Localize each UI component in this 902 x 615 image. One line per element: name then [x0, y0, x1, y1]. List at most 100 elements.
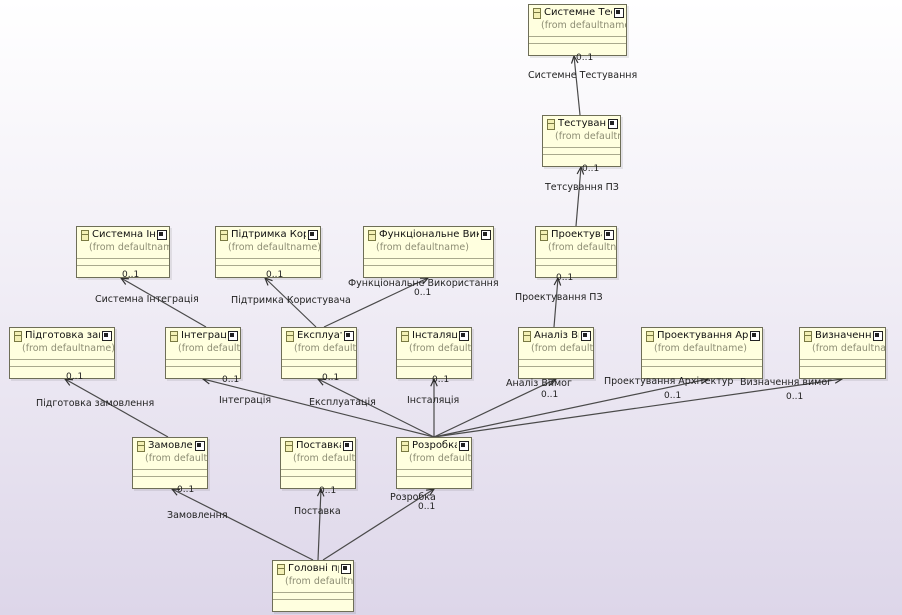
node-name: Тестування: [558, 118, 606, 129]
class-icon: [547, 119, 555, 130]
class-node-design[interactable]: Проектування П (from defaultname): [535, 226, 617, 278]
class-node-user-support[interactable]: Підтримка Користув(from defaultname): [215, 226, 321, 278]
edge-label: Тетсування ПЗ: [545, 182, 619, 193]
class-node-main-processes[interactable]: Головні процес(from defaultname): [272, 560, 354, 612]
class-icon: [285, 441, 293, 452]
class-node-ordering[interactable]: Замовлення(from defaultname): [132, 437, 208, 489]
class-node-functional-use[interactable]: Функціональне Використа(from defaultname…: [363, 226, 494, 278]
association-line-integration[interactable]: [202, 378, 435, 438]
multiplicity-label: 0..1: [541, 390, 559, 400]
class-icon: [646, 331, 654, 342]
class-node-order-prep[interactable]: Підготовка замовлен(from defaultname): [9, 327, 115, 379]
attributes-compartment: [166, 360, 240, 367]
association-line-operation[interactable]: [317, 378, 435, 438]
node-header: Визначення Вим(from defaultname): [800, 328, 885, 360]
node-name: Поставка: [296, 440, 341, 451]
class-node-testing[interactable]: Тестування (from defaultname): [542, 115, 621, 167]
association-line-order-prep[interactable]: [64, 378, 169, 438]
operations-compartment: [519, 367, 593, 373]
node-name: Системне Тестува: [544, 7, 612, 18]
edge-label: Підтримка Користувача: [231, 295, 351, 306]
association-line-supply[interactable]: [317, 488, 322, 561]
multiplicity-label: 0..1: [122, 270, 140, 280]
multiplicity-label: 0..1: [582, 164, 600, 174]
association-line-requirements-analysis[interactable]: [433, 378, 557, 438]
multiplicity-label: 0..1: [266, 270, 284, 280]
node-origin: (from defaultname): [531, 343, 593, 354]
class-node-integration[interactable]: Інтеграція(from defaultname): [165, 327, 241, 379]
arrow-head-icon: [570, 54, 579, 64]
association-line-testing[interactable]: [575, 166, 582, 227]
multiplicity-label: 0..1: [322, 373, 340, 383]
class-node-development[interactable]: Розробка (from defaultname): [396, 437, 472, 489]
class-icon: [368, 230, 376, 241]
node-name: Визначення Вим: [815, 330, 871, 341]
class-node-supply[interactable]: Поставка(from defaultname): [280, 437, 356, 489]
class-node-architecture-design[interactable]: Проектування Архітект(from defaultname): [641, 327, 763, 379]
association-line-ordering[interactable]: [171, 488, 314, 561]
node-header: Проектування Архітект(from defaultname): [642, 328, 762, 360]
association-line-functional-use[interactable]: [323, 277, 429, 328]
class-icon: [14, 331, 22, 342]
class-icon: [81, 230, 89, 241]
attributes-compartment: [397, 360, 471, 367]
class-node-system-testing[interactable]: Системне Тестува(from defaultname): [528, 4, 627, 56]
association-line-requirements-definition[interactable]: [433, 378, 843, 438]
edge-label: Експлуатація: [309, 397, 376, 408]
node-name: Розробка: [412, 440, 457, 451]
node-origin: (from defaultname): [409, 453, 471, 464]
arrow-head-icon: [63, 378, 74, 386]
association-line-system-testing[interactable]: [573, 55, 581, 116]
node-header: Підтримка Користув(from defaultname): [216, 227, 320, 259]
node-origin: (from defaultname): [555, 131, 620, 142]
node-header: Підготовка замовлен(from defaultname): [10, 328, 114, 360]
package-icon: [343, 441, 353, 451]
operations-compartment: [642, 367, 762, 373]
operations-compartment: [10, 367, 114, 373]
node-header: Тестування (from defaultname): [543, 116, 620, 148]
node-header: Аналіз Вимо(from defaultname): [519, 328, 593, 360]
multiplicity-label: 0..1: [786, 392, 804, 402]
node-header: Функціональне Використа(from defaultname…: [364, 227, 493, 259]
class-icon: [277, 564, 285, 575]
package-icon: [341, 564, 351, 574]
class-node-system-integration[interactable]: Системна Інтегра(from defaultname): [76, 226, 170, 278]
attributes-compartment: [282, 360, 356, 367]
node-name: Інтеграція: [181, 330, 226, 341]
package-icon: [604, 230, 614, 240]
attributes-compartment: [77, 259, 169, 266]
association-line-system-integration[interactable]: [120, 277, 207, 328]
association-line-design[interactable]: [553, 277, 559, 328]
class-node-installation[interactable]: Інсталяція(from defaultname): [396, 327, 472, 379]
class-node-requirements-analysis[interactable]: Аналіз Вимо(from defaultname): [518, 327, 594, 379]
node-name: Проектування П: [551, 229, 602, 240]
operations-compartment: [282, 367, 356, 373]
association-line-architecture-design[interactable]: [433, 378, 709, 438]
package-icon: [344, 331, 354, 341]
edge-label: Інтеграція: [219, 395, 272, 406]
arrow-head-icon: [170, 488, 181, 496]
arrow-head-icon: [430, 377, 438, 387]
operations-compartment: [364, 266, 493, 272]
attributes-compartment: [10, 360, 114, 367]
class-node-requirements-definition[interactable]: Визначення Вим(from defaultname): [799, 327, 886, 379]
multiplicity-label: 0..1: [319, 486, 337, 496]
node-origin: (from defaultname): [548, 242, 616, 253]
operations-compartment: [536, 266, 616, 272]
class-icon: [137, 441, 145, 452]
multiplicity-label: 0..1: [556, 273, 574, 283]
class-icon: [220, 230, 228, 241]
package-icon: [459, 441, 469, 451]
multiplicity-label: 0..1: [576, 53, 594, 63]
package-icon: [308, 230, 318, 240]
arrow-head-icon: [553, 276, 562, 286]
operations-compartment: [133, 477, 207, 483]
attributes-compartment: [273, 593, 353, 600]
class-node-operation[interactable]: Експлуатаці(from defaultname): [281, 327, 357, 379]
package-icon: [459, 331, 469, 341]
operations-compartment: [397, 477, 471, 483]
edge-label: Проектування Архітектур: [604, 376, 734, 387]
association-line-user-support[interactable]: [264, 277, 317, 328]
association-line-development[interactable]: [322, 488, 435, 561]
